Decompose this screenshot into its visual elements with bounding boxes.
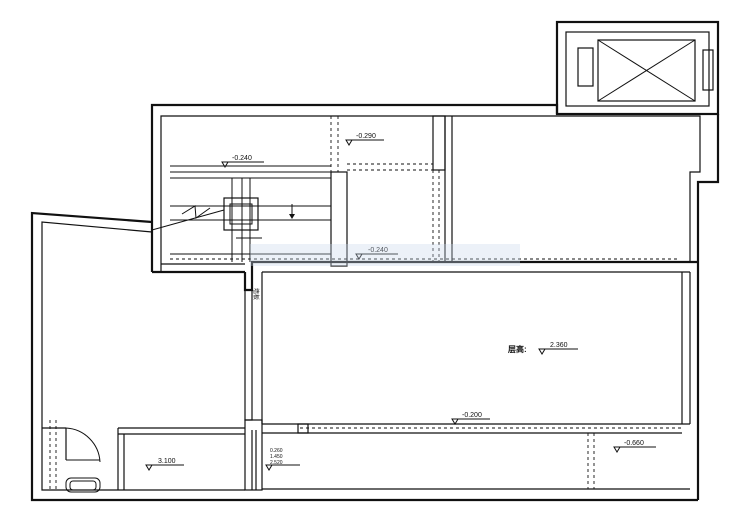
elevation-label: -0.290	[356, 133, 376, 140]
elevation-label: -0.200	[462, 412, 482, 419]
hidden-lines-upper	[170, 116, 680, 262]
elevation-label: -0.240	[232, 155, 252, 162]
upper-block-walls	[150, 103, 720, 274]
elevation-label: 2.360	[550, 342, 568, 349]
elevation-label: -0.240	[368, 247, 388, 254]
elevation-label: -0.660	[624, 440, 644, 447]
room-height-label: 层高:	[507, 344, 527, 354]
elevation-bottom-left: 3.100	[145, 458, 184, 471]
elevation-main-bottom: -0.200	[451, 412, 490, 425]
elevation-stair-bottom: -0.240	[355, 247, 398, 260]
elevation-stair-left: -0.240	[221, 155, 264, 168]
stair	[151, 165, 331, 262]
elevator-shaft	[555, 20, 720, 116]
main-room-walls	[243, 260, 700, 500]
column-note: 墙板	[252, 288, 260, 300]
elevation-label: 2.520	[270, 460, 283, 466]
elevation-bottom-right: -0.660	[613, 440, 656, 453]
elevation-label: 3.100	[158, 458, 176, 465]
elevation-stack: 0.260 1.450 2.520	[265, 448, 300, 471]
elevation-main-room: 层高: 2.360	[507, 342, 578, 355]
elevation-label: 1.450	[270, 454, 283, 460]
elevation-label: 0.260	[270, 448, 283, 454]
left-wing-walls	[30, 211, 698, 502]
watermark-band	[250, 244, 520, 266]
elevation-bath-top: -0.290	[345, 133, 384, 146]
